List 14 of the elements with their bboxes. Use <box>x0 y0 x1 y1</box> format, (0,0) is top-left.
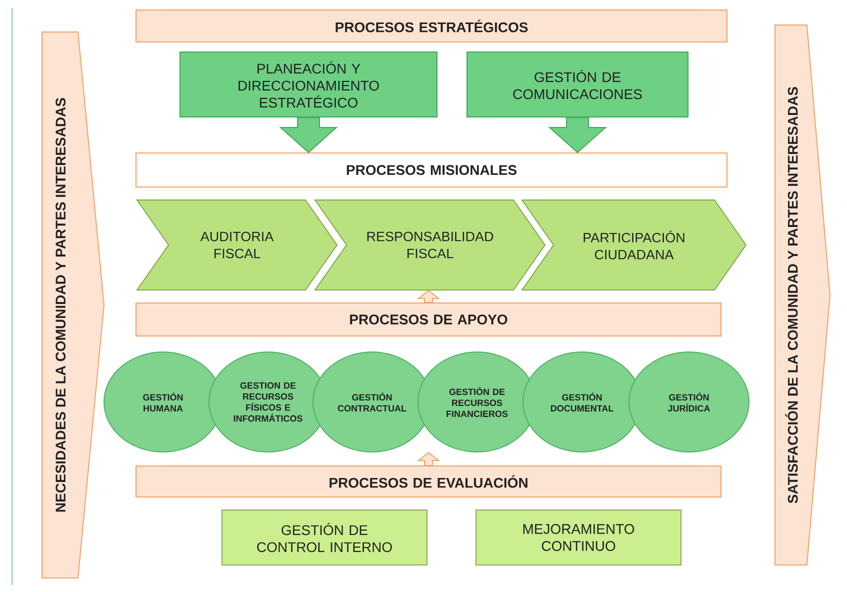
side-arrow-label: NECESIDADES DE LA COMUNIDAD Y PARTES INTERESADAS <box>42 32 105 578</box>
block-arrow <box>417 452 440 466</box>
block-arrow <box>279 117 338 154</box>
process-box: PLANEACIÓN Y DIRECCIONAMIENTO ESTRATÉGICO <box>180 52 438 118</box>
process-band: PROCESOS MISIONALES <box>136 152 728 188</box>
block-arrow <box>417 290 440 303</box>
block-arrow <box>548 117 607 154</box>
process-band: PROCESOS DE APOYO <box>136 302 722 336</box>
side-arrow-label: SATISFACCIÓN DE LA COMUNIDAD Y PARTES INTERESADAS <box>774 24 830 566</box>
process-band: PROCESOS DE EVALUACIÓN <box>136 466 722 498</box>
process-box: GESTIÓN DE CONTROL INTERNO <box>222 510 428 566</box>
process-band: PROCESOS ESTRATÉGICOS <box>136 10 728 42</box>
process-box: GESTIÓN DE COMUNICACIONES <box>466 52 688 118</box>
process-box: MEJORAMIENTO CONTINUO <box>476 510 682 566</box>
